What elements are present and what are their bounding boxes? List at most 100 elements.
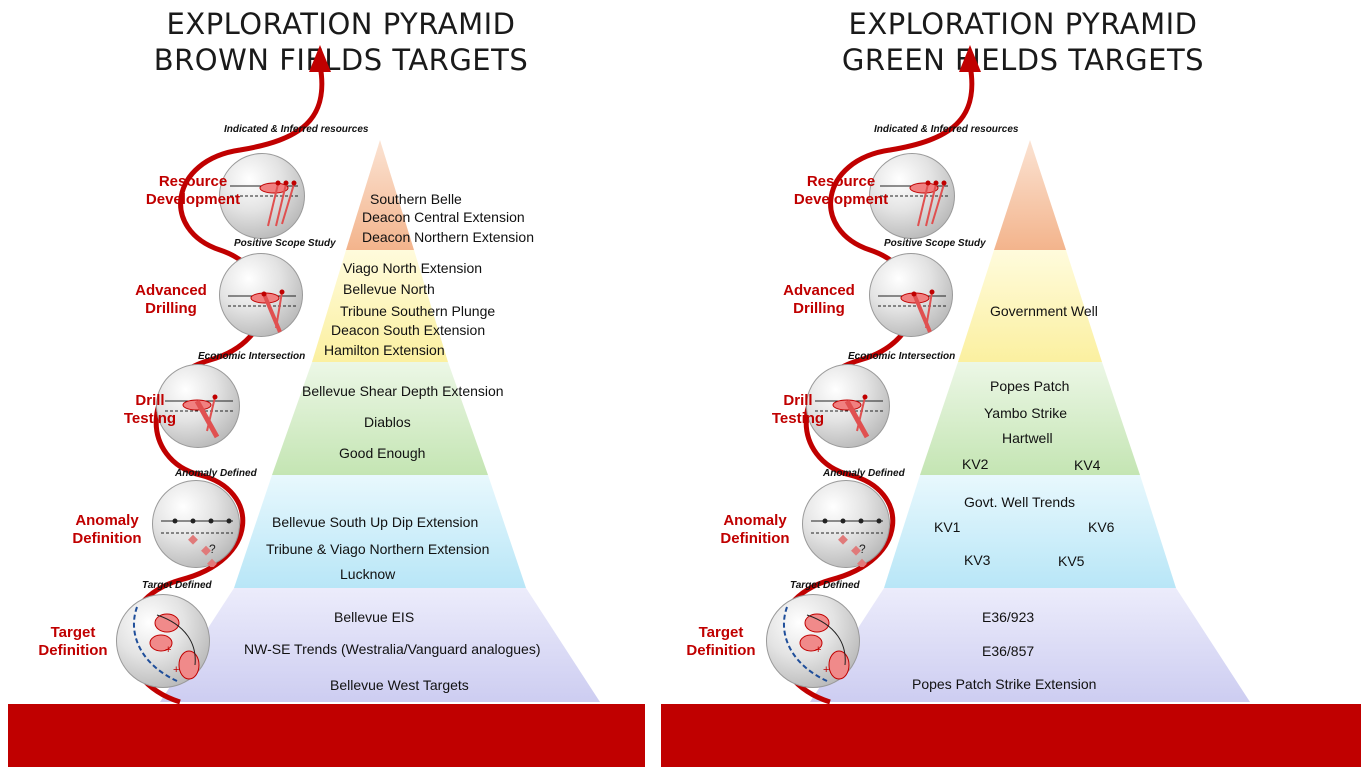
target-item: Tribune Southern Plunge [340,303,496,319]
sphere-target: ++ [116,594,210,688]
tier-drill [920,362,1140,475]
stage-line-1: Anomaly [723,512,787,529]
sphere-advanced [219,253,303,337]
milestone-scope-study: Positive Scope Study [884,238,986,249]
stage-line-2: Definition [686,642,756,659]
target-item: Good Enough [339,445,426,461]
target-item: KV4 [1074,457,1101,473]
stage-line-2: Definition [720,530,790,547]
stage-line-2: Definition [72,530,142,547]
stage-line-1: Resource [158,173,228,190]
svg-text:?: ? [209,542,216,556]
target-item: Deacon Central Extension [362,209,525,225]
milestone-economic-intersection: Economic Intersection [198,351,306,362]
stage-line-1: Advanced [783,282,855,299]
tier-advanced [312,250,448,362]
target-item: KV5 [1058,553,1085,569]
target-item: NW-SE Trends (Westralia/Vanguard analogu… [244,641,541,657]
target-item: KV2 [962,456,989,472]
stage-target-definition: Target Definition [678,624,764,660]
stage-line-1: Anomaly [75,512,139,529]
target-item: Bellevue EIS [334,609,415,625]
svg-text:+: + [173,664,179,676]
target-item: Popes Patch Strike Extension [912,676,1097,692]
target-item: Government Well [990,303,1098,319]
milestone-target-defined: Target Defined [142,580,212,591]
progress-arrow [775,64,975,705]
milestone-anomaly-defined: Anomaly Defined [823,468,905,479]
target-item: Hamilton Extension [324,342,445,358]
stage-drill-testing: Drill Testing [110,392,190,428]
sphere-drill [806,364,890,448]
stage-line-1: Drill [783,392,813,409]
target-item: KV6 [1088,519,1115,535]
base-bar [661,704,1361,767]
title-line-1: EXPLORATION PYRAMID [166,7,516,41]
brown-fields-panel: EXPLORATION PYRAMID BROWN FIELDS TARGETS… [0,6,682,767]
base-bar [8,704,645,767]
milestone-economic-intersection: Economic Intersection [848,351,956,362]
target-item: Bellevue South Up Dip Extension [272,514,479,530]
target-item: Popes Patch [990,378,1070,394]
sphere-drill [156,364,240,448]
target-item: Deacon Northern Extension [362,229,534,245]
panel-title: EXPLORATION PYRAMID BROWN FIELDS TARGETS [0,6,682,78]
stage-line-2: Drilling [145,300,197,317]
sphere-anomaly: ? [152,480,240,568]
svg-text:+: + [815,644,821,656]
stage-resource-development: Resource Development [140,173,246,209]
milestone-target-defined: Target Defined [790,580,860,591]
stage-line-2: Development [793,191,889,208]
stage-line-2: Testing [123,410,177,427]
sphere-resource [219,153,305,239]
panel-title: EXPLORATION PYRAMID GREEN FIELDS TARGETS [682,6,1364,78]
title-line-2: GREEN FIELDS TARGETS [841,43,1205,77]
target-item: E36/923 [982,609,1035,625]
stage-line-2: Definition [38,642,108,659]
milestone-resources: Indicated & Inferred resources [874,124,1019,135]
milestone-anomaly-defined: Anomaly Defined [175,468,257,479]
tier-target [160,588,600,702]
sphere-target: ++ [766,594,860,688]
svg-text:+: + [165,644,171,656]
tier-resource [346,140,414,250]
sphere-anomaly: ? [802,480,890,568]
target-item: KV3 [964,552,991,568]
milestone-scope-study: Positive Scope Study [234,238,336,249]
target-item: Bellevue West Targets [330,677,469,693]
progress-arrow [125,64,325,705]
milestone-resources: Indicated & Inferred resources [224,124,369,135]
stage-line-2: Development [145,191,241,208]
target-item: KV1 [934,519,961,535]
stage-advanced-drilling: Advanced Drilling [766,282,872,318]
target-item: Viago North Extension [343,260,483,276]
target-item: Diablos [364,414,411,430]
target-item: Govt. Well Trends [964,494,1076,510]
tier-anomaly [884,475,1176,588]
arrow-head-icon [959,45,981,72]
target-item: Yambo Strike [984,405,1067,421]
stage-anomaly-definition: Anomaly Definition [710,512,800,548]
svg-text:?: ? [859,542,866,556]
target-item: Tribune & Viago Northern Extension [266,541,490,557]
stage-line-2: Drilling [793,300,845,317]
tier-resource [994,140,1066,250]
green-fields-panel: EXPLORATION PYRAMID GREEN FIELDS TARGETS… [661,0,1364,767]
stage-line-1: Advanced [135,282,207,299]
stage-target-definition: Target Definition [30,624,116,660]
pyramid-graphic [125,45,600,705]
stage-line-2: Testing [771,410,825,427]
sphere-resource [869,153,955,239]
stage-line-1: Target [50,624,96,641]
stage-resource-development: Resource Development [786,173,896,209]
tier-target [810,588,1250,702]
tier-anomaly [234,475,526,588]
target-item: Bellevue North [343,281,435,297]
target-item: Hartwell [1002,430,1053,446]
title-line-1: EXPLORATION PYRAMID [848,7,1198,41]
target-item: E36/857 [982,643,1035,659]
target-item: Southern Belle [370,191,462,207]
tier-drill [272,362,488,475]
pyramid-graphic [775,45,1250,705]
stage-drill-testing: Drill Testing [758,392,838,428]
